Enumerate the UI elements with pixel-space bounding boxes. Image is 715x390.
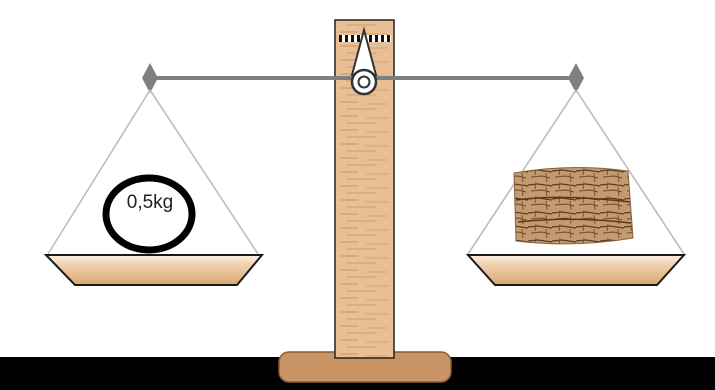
right-pan	[468, 255, 684, 285]
bread-loaf-image	[514, 167, 633, 243]
weight-label: 0,5kg	[108, 192, 192, 214]
left-pan	[46, 255, 262, 285]
left-beam-end	[142, 63, 158, 93]
pivot-inner	[359, 77, 370, 88]
right-beam-end	[568, 63, 584, 93]
weight-ring	[106, 178, 192, 250]
